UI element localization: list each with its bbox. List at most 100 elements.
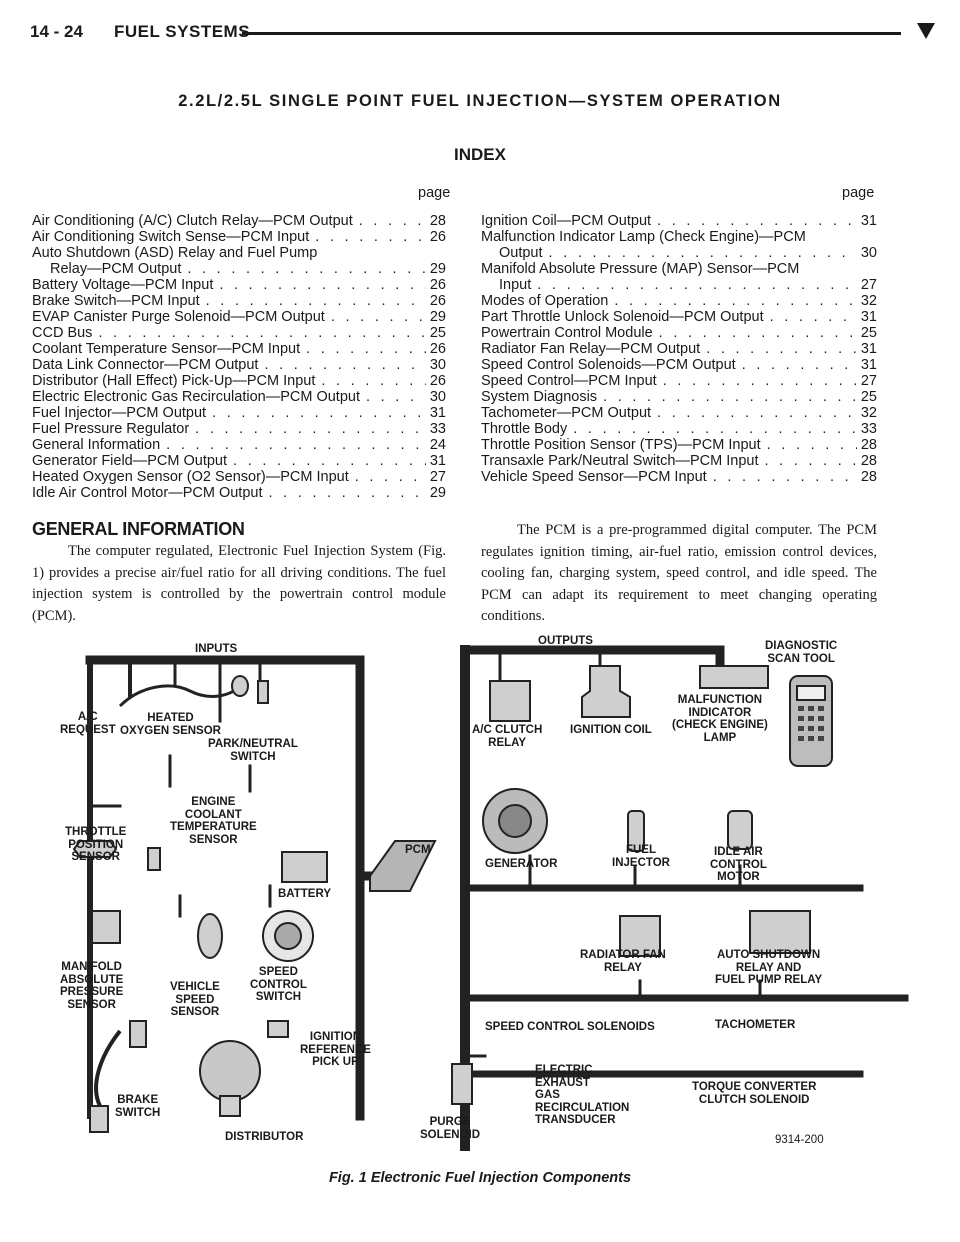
index-entry-page: 33 [860,421,877,437]
index-entry-page: 27 [860,373,877,389]
index-entry-title: General Information [32,437,161,453]
figure-caption: Fig. 1 Electronic Fuel Injection Compone… [328,1170,632,1186]
leader-dots: . . . . . . . . . . . . . . . . . . . . … [219,277,426,293]
index-entry-page: 33 [429,421,446,437]
index-entry[interactable]: Output . . . . . . . . . . . . . . . . . … [481,245,877,261]
leader-dots: . . . . . . . . . . . . . . . . . . . . … [548,245,857,261]
label-distributor: DISTRIBUTOR [225,1131,304,1143]
index-entry[interactable]: Electric Electronic Gas Recirculation—PC… [32,389,446,405]
label-outputs: OUTPUTS [538,635,593,647]
index-entry-title: Throttle Position Sensor (TPS)—PCM Input [481,437,761,453]
index-entry-title: Electric Electronic Gas Recirculation—PC… [32,389,360,405]
index-entry-title: CCD Bus [32,325,93,341]
leader-dots: . . . . . . . . . . . . . . . . . . . . … [98,325,425,341]
leader-dots: . . . . . . . . . . . . . . . . . . . . … [195,421,426,437]
index-entry[interactable]: Vehicle Speed Sensor—PCM Input . . . . . … [481,469,877,485]
leader-dots: . . . . . . . . . . . . . . . . . . . . … [657,213,857,229]
index-entry[interactable]: Air Conditioning (A/C) Clutch Relay—PCM … [32,213,446,229]
index-entry-page: 27 [429,469,446,485]
leader-dots: . . . . . . . . . . . . . . . . . . . . … [321,373,426,389]
index-entry[interactable]: Battery Voltage—PCM Input . . . . . . . .… [32,277,446,293]
index-entry[interactable]: Transaxle Park/Neutral Switch—PCM Input.… [481,453,877,469]
index-entry[interactable]: Idle Air Control Motor—PCM Output. . . .… [32,485,446,501]
label-tachometer: TACHOMETER [715,1019,796,1031]
index-entry[interactable]: Air Conditioning Switch Sense—PCM Input.… [32,229,446,245]
index-entry-title: Fuel Pressure Regulator [32,421,190,437]
index-entry-title: Distributor (Hall Effect) Pick-Up—PCM In… [32,373,316,389]
index-entry-title: Modes of Operation [481,293,609,309]
index-entry-title: Throttle Body [481,421,568,437]
index-entry[interactable]: Speed Control—PCM Input. . . . . . . . .… [481,373,877,389]
index-entry-title: Battery Voltage—PCM Input [32,277,214,293]
index-entry-page: 28 [860,453,877,469]
index-entry[interactable]: Generator Field—PCM Output. . . . . . . … [32,453,446,469]
leader-dots: . . . . . . . . . . . . . . . . . . . . … [573,421,857,437]
index-right-column: Ignition Coil—PCM Output. . . . . . . . … [481,213,877,485]
leader-dots: . . . . . . . . . . . . . . . . . . . . … [662,373,857,389]
leader-dots: . . . . . . . . . . . . . . . . . . . . … [706,341,857,357]
index-entry-title: EVAP Canister Purge Solenoid—PCM Output [32,309,325,325]
index-entry-title: Manifold Absolute Pressure (MAP) Sensor—… [481,261,800,277]
index-entry-page: 31 [860,341,877,357]
index-entry-page: 26 [429,277,446,293]
label-inputs: INPUTS [195,643,238,655]
index-entry-page: 32 [860,293,877,309]
leader-dots: . . . . . . . . . . . . . . . . . . . . … [306,341,426,357]
index-entry[interactable]: EVAP Canister Purge Solenoid—PCM Output.… [32,309,446,325]
index-entry[interactable]: Input. . . . . . . . . . . . . . . . . .… [481,277,877,293]
index-entry[interactable]: Fuel Injector—PCM Output. . . . . . . . … [32,405,446,421]
page-column-label-right: page [842,185,875,201]
index-entry[interactable]: Speed Control Solenoids—PCM Output. . . … [481,357,877,373]
index-entry[interactable]: Part Throttle Unlock Solenoid—PCM Output… [481,309,877,325]
index-entry[interactable]: Throttle Body . . . . . . . . . . . . . .… [481,421,877,437]
index-entry[interactable]: Radiator Fan Relay—PCM Output. . . . . .… [481,341,877,357]
index-entry[interactable]: Distributor (Hall Effect) Pick-Up—PCM In… [32,373,446,389]
index-entry-title: Vehicle Speed Sensor—PCM Input [481,469,707,485]
index-entry-title: Transaxle Park/Neutral Switch—PCM Input [481,453,759,469]
index-entry[interactable]: Ignition Coil—PCM Output. . . . . . . . … [481,213,877,229]
leader-dots: . . . . . . . . . . . . . . . . . . . . … [354,469,426,485]
index-entry-title: Output [499,245,543,261]
index-entry-page: 31 [860,213,877,229]
index-entry[interactable]: CCD Bus . . . . . . . . . . . . . . . . .… [32,325,446,341]
index-entry[interactable]: Brake Switch—PCM Input. . . . . . . . . … [32,293,446,309]
index-entry[interactable]: Throttle Position Sensor (TPS)—PCM Input… [481,437,877,453]
index-entry[interactable]: System Diagnosis. . . . . . . . . . . . … [481,389,877,405]
label-pcm: PCM [405,844,431,856]
index-entry[interactable]: Heated Oxygen Sensor (O2 Sensor)—PCM Inp… [32,469,446,485]
index-entry[interactable]: Coolant Temperature Sensor—PCM Input . . … [32,341,446,357]
index-entry-page: 28 [429,213,446,229]
leader-dots: . . . . . . . . . . . . . . . . . . . . … [769,309,857,325]
index-entry-title: Coolant Temperature Sensor—PCM Input [32,341,301,357]
index-entry-page: 24 [429,437,446,453]
index-entry[interactable]: Fuel Pressure Regulator . . . . . . . . .… [32,421,446,437]
leader-dots: . . . . . . . . . . . . . . . . . . . . … [712,469,857,485]
index-entry[interactable]: General Information. . . . . . . . . . .… [32,437,446,453]
index-entry-title: Speed Control Solenoids—PCM Output [481,357,736,373]
index-entry[interactable]: Tachometer—PCM Output. . . . . . . . . .… [481,405,877,421]
leader-dots: . . . . . . . . . . . . . . . . . . . . … [657,405,857,421]
index-entry[interactable]: Relay—PCM Output. . . . . . . . . . . . … [32,261,446,277]
index-entry-page: 31 [429,405,446,421]
label-battery: BATTERY [278,888,332,900]
index-entry-page: 31 [860,357,877,373]
index-entry-title: Data Link Connector—PCM Output [32,357,259,373]
index-entry[interactable]: Modes of Operation. . . . . . . . . . . … [481,293,877,309]
index-entry[interactable]: Data Link Connector—PCM Output. . . . . … [32,357,446,373]
page-number: 14 - 24 [30,22,83,41]
index-entry[interactable]: Powertrain Control Module. . . . . . . .… [481,325,877,341]
index-entry-page: 30 [860,245,877,261]
label-generator: GENERATOR [485,858,558,870]
